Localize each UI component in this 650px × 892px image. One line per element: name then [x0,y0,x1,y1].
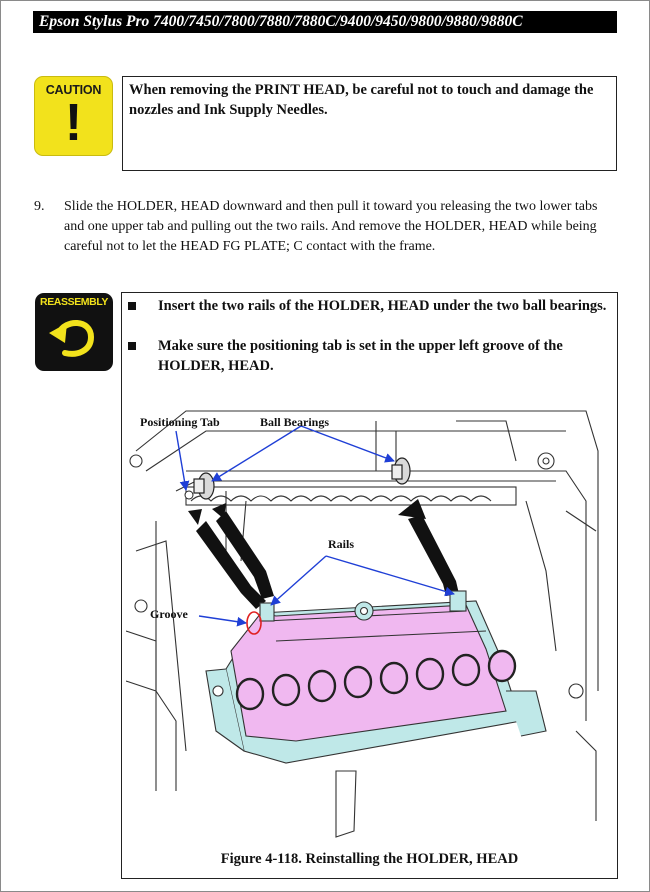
step-number: 9. [34,199,45,214]
caution-icon-word: CAUTION [45,83,102,97]
holder-head [205,590,547,838]
reassembly-icon-word: REASSEMBLY [40,296,108,308]
ball-bearing [391,457,411,485]
bullet-text: Insert the two rails of the HOLDER, HEAD… [158,298,607,314]
figure-caption: Figure 4-118. Reinstalling the HOLDER, H… [220,851,519,867]
ball-bearing [193,472,215,500]
callout-arrows [175,425,455,627]
exclamation-icon: ! [64,94,83,152]
page-header: Epson Stylus Pro 7400/7450/7800/7880/788… [33,11,617,33]
bullet-text: Make sure the positioning tab is set in … [158,338,563,374]
bullet-square-icon [128,342,136,350]
step-text: Slide the HOLDER, HEAD downward and then… [64,199,598,254]
head-nozzles [235,649,517,711]
groove-label: Groove [150,607,188,621]
ball-bearings-label: Ball Bearings [260,415,329,429]
caution-icon: CAUTION ! [34,76,113,156]
rail-direction-arrows [188,499,459,609]
reassembly-note [121,292,618,879]
groove-marker [246,611,262,635]
positioning-tab-label: Positioning Tab [140,415,220,429]
holder-head-figure: Positioning Tab Ball Bearings Rails Groo… [126,410,599,838]
return-arrow-icon [49,320,95,357]
reassembly-icon: REASSEMBLY [35,293,113,371]
positioning-tab [184,490,194,500]
caution-text: When removing the PRINT HEAD, be careful… [129,82,594,118]
bullet-square-icon [128,302,136,310]
rails-label: Rails [328,537,354,551]
caution-note: When removing the PRINT HEAD, be careful… [122,76,617,171]
